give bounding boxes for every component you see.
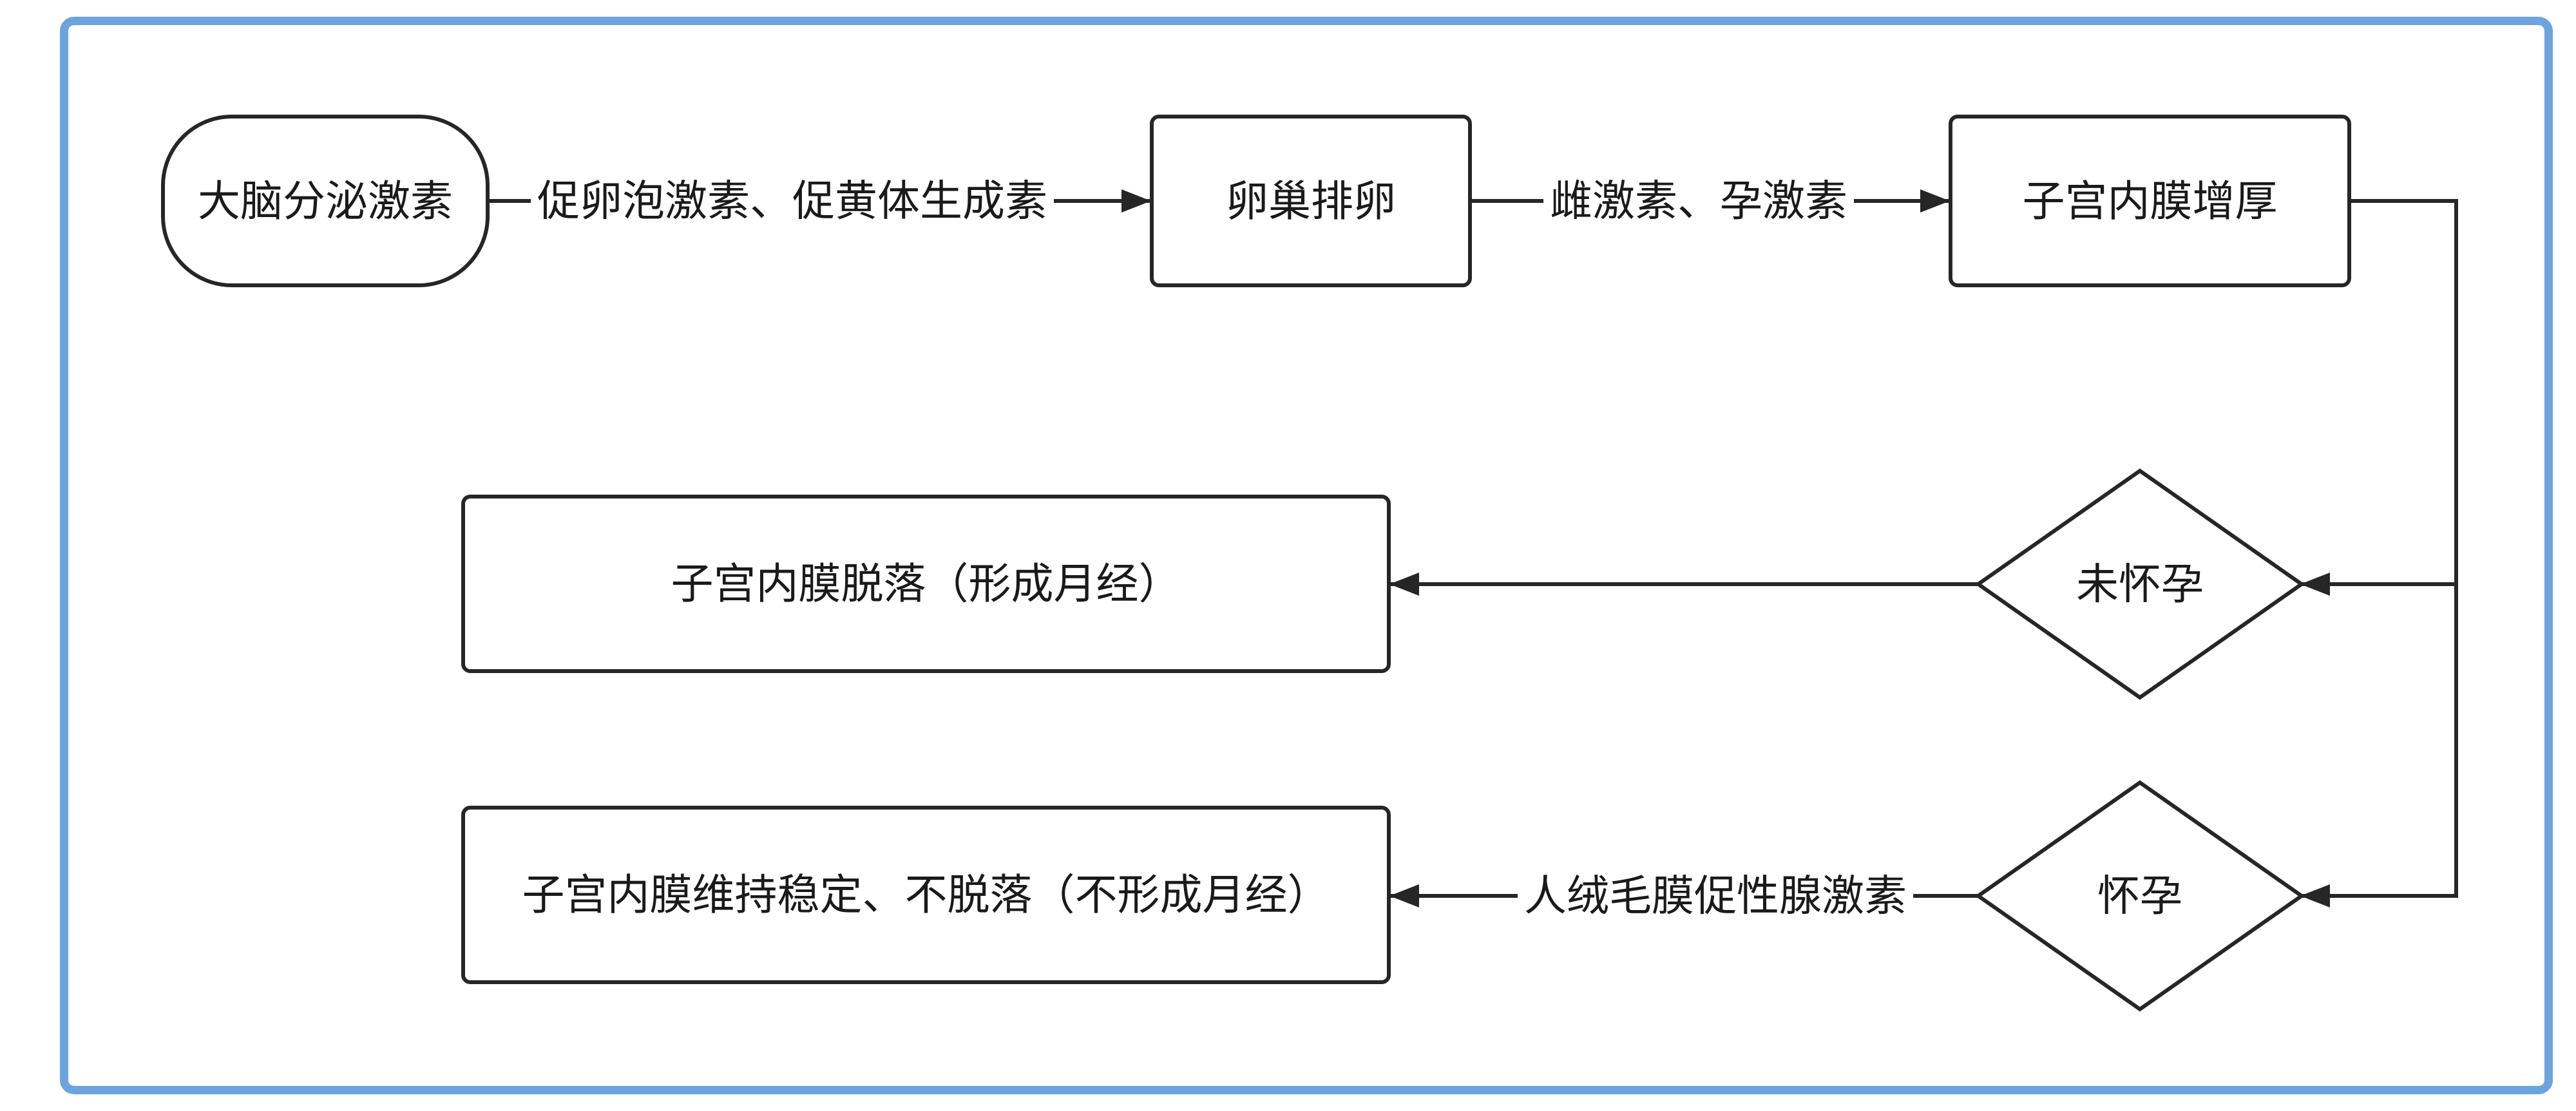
edge-label-fsh-lh: 促卵泡激素、促黄体生成素 [531, 175, 1054, 227]
diamond-pregnant-shape [1974, 780, 2305, 1012]
node-ovulation-label: 卵巢排卵 [1226, 176, 1396, 225]
node-ovary-ovulation: 卵巢排卵 [1150, 115, 1472, 287]
node-endometrium-stable: 子宫内膜维持稳定、不脱落（不形成月经） [461, 806, 1391, 984]
node-thicken-label: 子宫内膜增厚 [2022, 176, 2278, 225]
edge-label-hcg: 人绒毛膜促性腺激素 [1518, 870, 1913, 922]
flowchart-frame [60, 17, 2553, 1094]
decision-pregnant-label: 怀孕 [2097, 871, 2182, 920]
node-stable-label: 子宫内膜维持稳定、不脱落（不形成月经） [522, 871, 1330, 919]
decision-not-pregnant-label: 未怀孕 [2076, 560, 2204, 608]
node-endometrium-thickens: 子宫内膜增厚 [1949, 115, 2351, 287]
node-brain-secretes-hormones: 大脑分泌激素 [161, 115, 490, 287]
connector-thicken-to-pregnant [2300, 199, 2458, 907]
diamond-not-pregnant-shape [1974, 468, 2305, 700]
edge-label-estrogen-progesterone: 雌激素、孕激素 [1543, 175, 1854, 227]
node-brain-label: 大脑分泌激素 [198, 176, 453, 225]
node-shedding-label: 子宫内膜脱落（形成月经） [671, 560, 1181, 608]
node-endometrium-shedding: 子宫内膜脱落（形成月经） [461, 495, 1391, 673]
